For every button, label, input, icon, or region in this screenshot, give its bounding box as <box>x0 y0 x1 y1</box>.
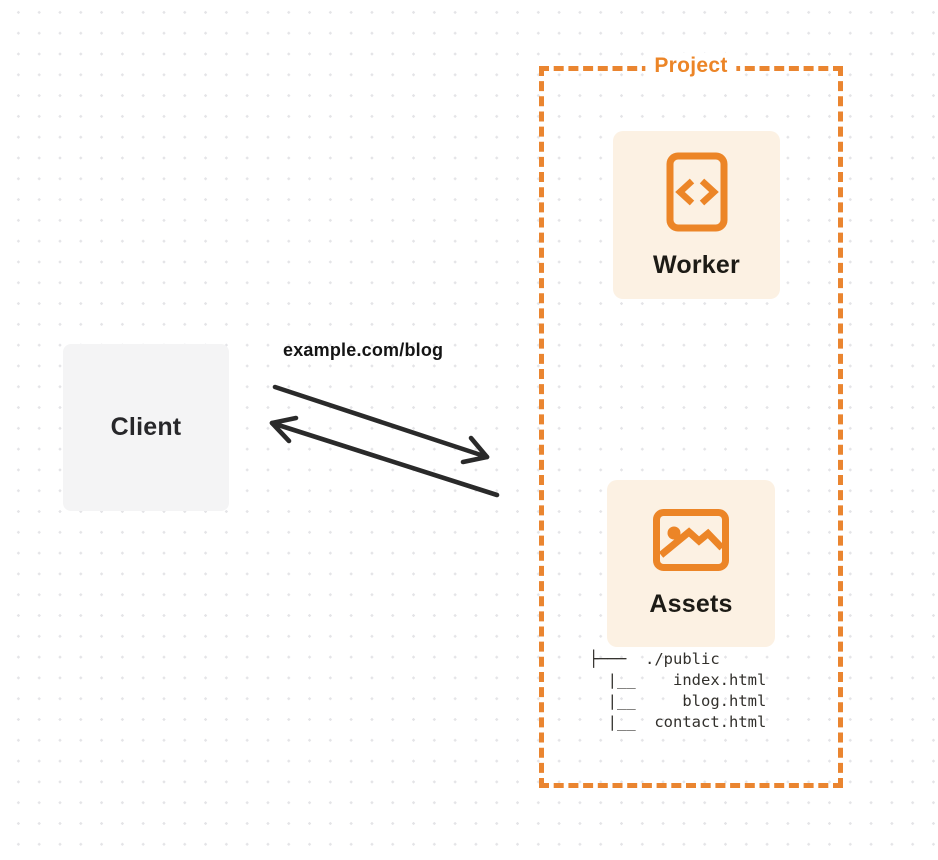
file-tree: ├─── ./public |__ index.html |__ blog.ht… <box>589 650 767 731</box>
assets-node: Assets <box>607 480 775 647</box>
image-icon <box>653 509 729 571</box>
request-arrow <box>272 384 490 465</box>
project-container: Project Worker Assets ├─── ./public |__ … <box>539 53 843 788</box>
client-node: Client <box>63 344 229 511</box>
response-arrow <box>269 415 500 498</box>
worker-label: Worker <box>653 250 740 279</box>
assets-label: Assets <box>649 590 733 618</box>
code-brackets-icon <box>666 152 727 231</box>
request-url-label: example.com/blog <box>283 340 444 360</box>
worker-node: Worker <box>613 131 780 299</box>
project-label: Project <box>645 53 737 79</box>
client-label: Client <box>110 413 182 441</box>
